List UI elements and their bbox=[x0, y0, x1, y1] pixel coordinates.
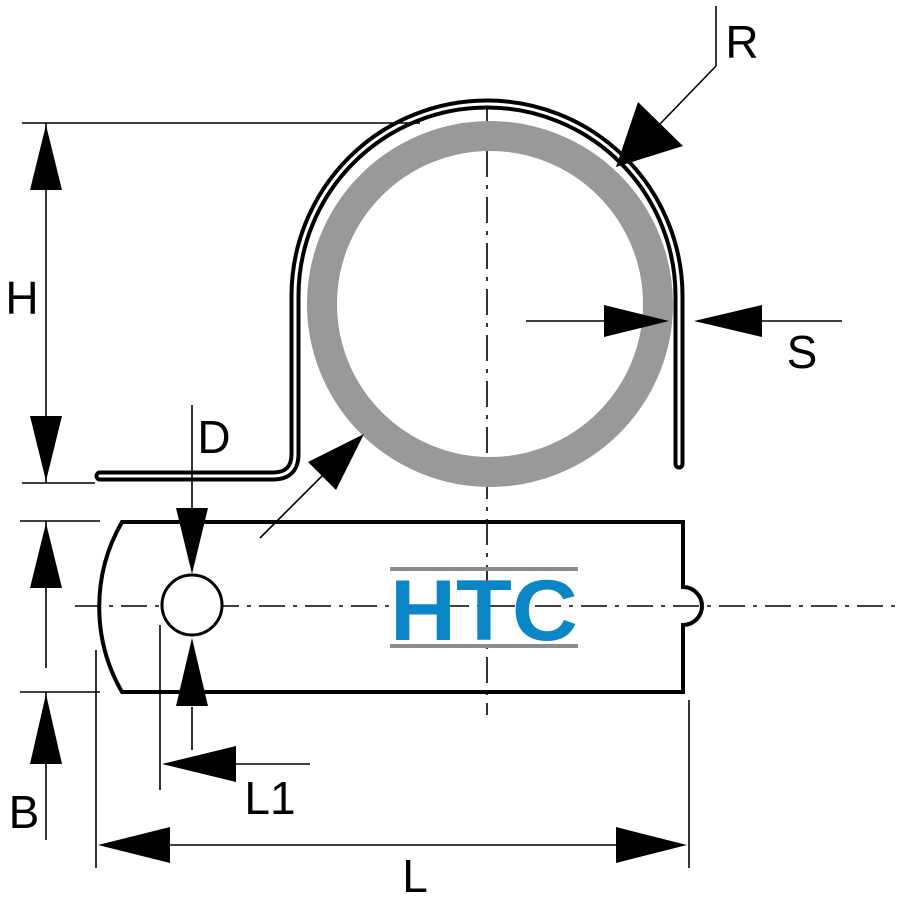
label-d: D bbox=[197, 411, 230, 463]
logo-text: HTC bbox=[390, 563, 578, 659]
dimension-l1 bbox=[159, 625, 310, 790]
htc-logo: HTC bbox=[390, 563, 578, 659]
strap-plan-view bbox=[97, 520, 704, 694]
label-l1: L1 bbox=[244, 772, 295, 824]
label-l: L bbox=[402, 850, 428, 900]
label-b: B bbox=[9, 786, 40, 838]
center-lines bbox=[75, 105, 900, 715]
dimension-l bbox=[95, 650, 690, 868]
dimension-h bbox=[22, 122, 420, 484]
label-h: H bbox=[5, 272, 38, 324]
dimension-r bbox=[616, 6, 717, 167]
label-s: S bbox=[787, 326, 818, 378]
label-r: R bbox=[725, 16, 758, 68]
dimension-s bbox=[526, 305, 842, 337]
dimension-d-leader bbox=[259, 434, 364, 539]
dimension-d-hole bbox=[176, 405, 208, 750]
clamp-strap bbox=[94, 98, 685, 482]
mounting-hole bbox=[160, 573, 224, 637]
dimension-b bbox=[20, 520, 100, 840]
pipe-ring bbox=[307, 121, 673, 487]
